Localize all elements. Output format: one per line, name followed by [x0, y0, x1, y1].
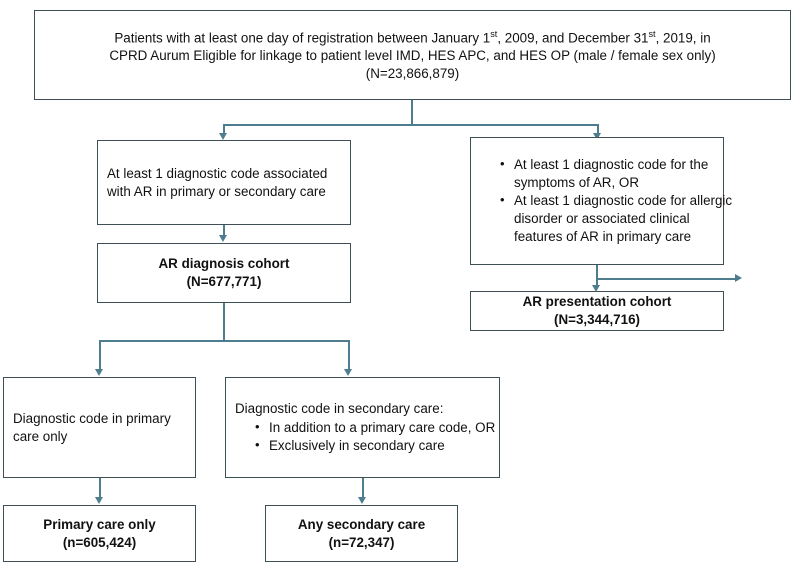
connector-source-stem: [411, 100, 413, 124]
connector-presentation-to-cohort: [596, 265, 598, 287]
presentation-criteria-bullet-1: At least 1 diagnostic code for the sympt…: [500, 155, 734, 192]
arrow-diagnostic-to-cohort: [219, 235, 227, 242]
connector-cohort-split-bar: [99, 340, 349, 342]
secondary-care-criteria-bullet-1: In addition to a primary care code, OR: [255, 418, 510, 437]
node-presentation-criteria: At least 1 diagnostic code for the sympt…: [470, 137, 732, 265]
primary-care-only-cohort-count: (n=605,424): [62, 534, 137, 550]
connector-source-to-diagnostic-drop: [223, 124, 225, 134]
source-population-count: (N=23,866,879): [365, 65, 460, 81]
arrow-source-to-presentation: [593, 133, 601, 140]
connector-cohort-to-primary-drop: [99, 340, 101, 370]
node-primary-care-only-criteria: Diagnostic code in primary care only: [3, 377, 196, 478]
ar-presentation-cohort-count: (N=3,344,716): [554, 312, 640, 327]
node-diagnostic-code-criteria: At least 1 diagnostic code associated wi…: [97, 140, 351, 225]
arrow-cohort-to-primary-criteria: [95, 369, 103, 376]
connector-source-split-bar: [223, 124, 598, 126]
primary-care-only-cohort-title: Primary care only: [43, 516, 156, 532]
any-secondary-care-cohort-count: (n=72,347): [328, 534, 395, 550]
source-population-line-2: CPRD Aurum Eligible for linkage to patie…: [109, 47, 716, 63]
primary-care-only-criteria-text: Diagnostic code in primary care only: [13, 410, 171, 444]
secondary-care-criteria-bullet-2: Exclusively in secondary care: [255, 436, 510, 455]
ar-diagnosis-cohort-count: (N=677,771): [186, 274, 262, 289]
arrow-secondary-criteria-to-cohort: [358, 497, 366, 504]
arrow-cohort-to-secondary-criteria: [344, 369, 352, 376]
any-secondary-care-cohort-title: Any secondary care: [297, 516, 426, 532]
connector-secondary-criteria-to-cohort: [362, 478, 364, 498]
diagnostic-code-criteria-text: At least 1 diagnostic code associated wi…: [107, 165, 328, 199]
presentation-criteria-bullet-2: At least 1 diagnostic code for allergic …: [500, 191, 734, 245]
ar-presentation-cohort-title: AR presentation cohort: [522, 294, 672, 310]
node-source-population: Patients with at least one day of regist…: [34, 10, 791, 100]
node-any-secondary-care-cohort: Any secondary care (n=72,347): [265, 505, 458, 562]
node-ar-diagnosis-cohort: AR diagnosis cohort (N=677,771): [97, 243, 351, 303]
connector-source-to-presentation-drop: [597, 124, 599, 134]
connector-cohort-to-secondary-drop: [348, 340, 350, 370]
arrow-source-to-diagnostic: [219, 133, 227, 140]
secondary-care-criteria-bullet-list: In addition to a primary care code, OR E…: [235, 418, 510, 455]
source-population-line-1: Patients with at least one day of regist…: [114, 28, 711, 45]
connector-presentation-right-branch: [596, 278, 736, 280]
arrow-presentation-right-branch: [735, 274, 742, 282]
node-ar-presentation-cohort: AR presentation cohort (N=3,344,716): [470, 291, 724, 331]
ar-diagnosis-cohort-title: AR diagnosis cohort: [158, 256, 290, 272]
connector-primary-criteria-to-cohort: [99, 478, 101, 498]
presentation-criteria-bullet-list: At least 1 diagnostic code for the sympt…: [480, 155, 734, 245]
secondary-care-criteria-lead: Diagnostic code in secondary care:: [235, 401, 444, 417]
arrow-presentation-to-cohort: [592, 285, 600, 292]
node-secondary-care-criteria: Diagnostic code in secondary care: In ad…: [225, 377, 500, 478]
connector-cohort-stem: [223, 303, 225, 340]
arrow-primary-criteria-to-cohort: [95, 497, 103, 504]
connector-diagnostic-to-cohort: [223, 225, 225, 236]
node-primary-care-only-cohort: Primary care only (n=605,424): [3, 505, 196, 562]
